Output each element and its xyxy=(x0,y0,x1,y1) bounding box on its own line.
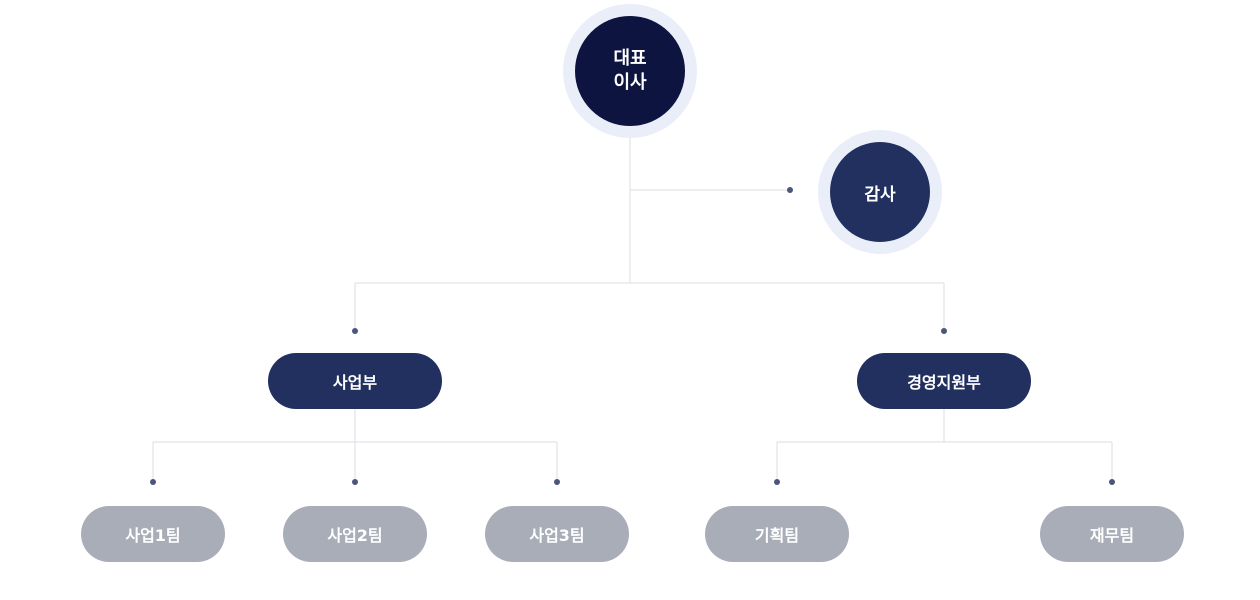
team-business-3: 사업3팀 xyxy=(485,506,629,562)
connector-dot xyxy=(1109,479,1115,485)
connector-dot xyxy=(150,479,156,485)
team-business-1: 사업1팀 xyxy=(81,506,225,562)
connector-dot xyxy=(554,479,560,485)
audit-node: 감사 xyxy=(830,142,930,242)
connector-dot xyxy=(352,328,358,334)
connector-dot xyxy=(774,479,780,485)
connector-dot xyxy=(352,479,358,485)
department-business: 사업부 xyxy=(268,353,442,409)
team-planning: 기획팀 xyxy=(705,506,849,562)
team-business-2: 사업2팀 xyxy=(283,506,427,562)
ceo-node: 대표 이사 xyxy=(575,16,685,126)
team-finance: 재무팀 xyxy=(1040,506,1184,562)
connector-dot xyxy=(787,187,793,193)
department-management-support: 경영지원부 xyxy=(857,353,1031,409)
connector-dot xyxy=(941,328,947,334)
